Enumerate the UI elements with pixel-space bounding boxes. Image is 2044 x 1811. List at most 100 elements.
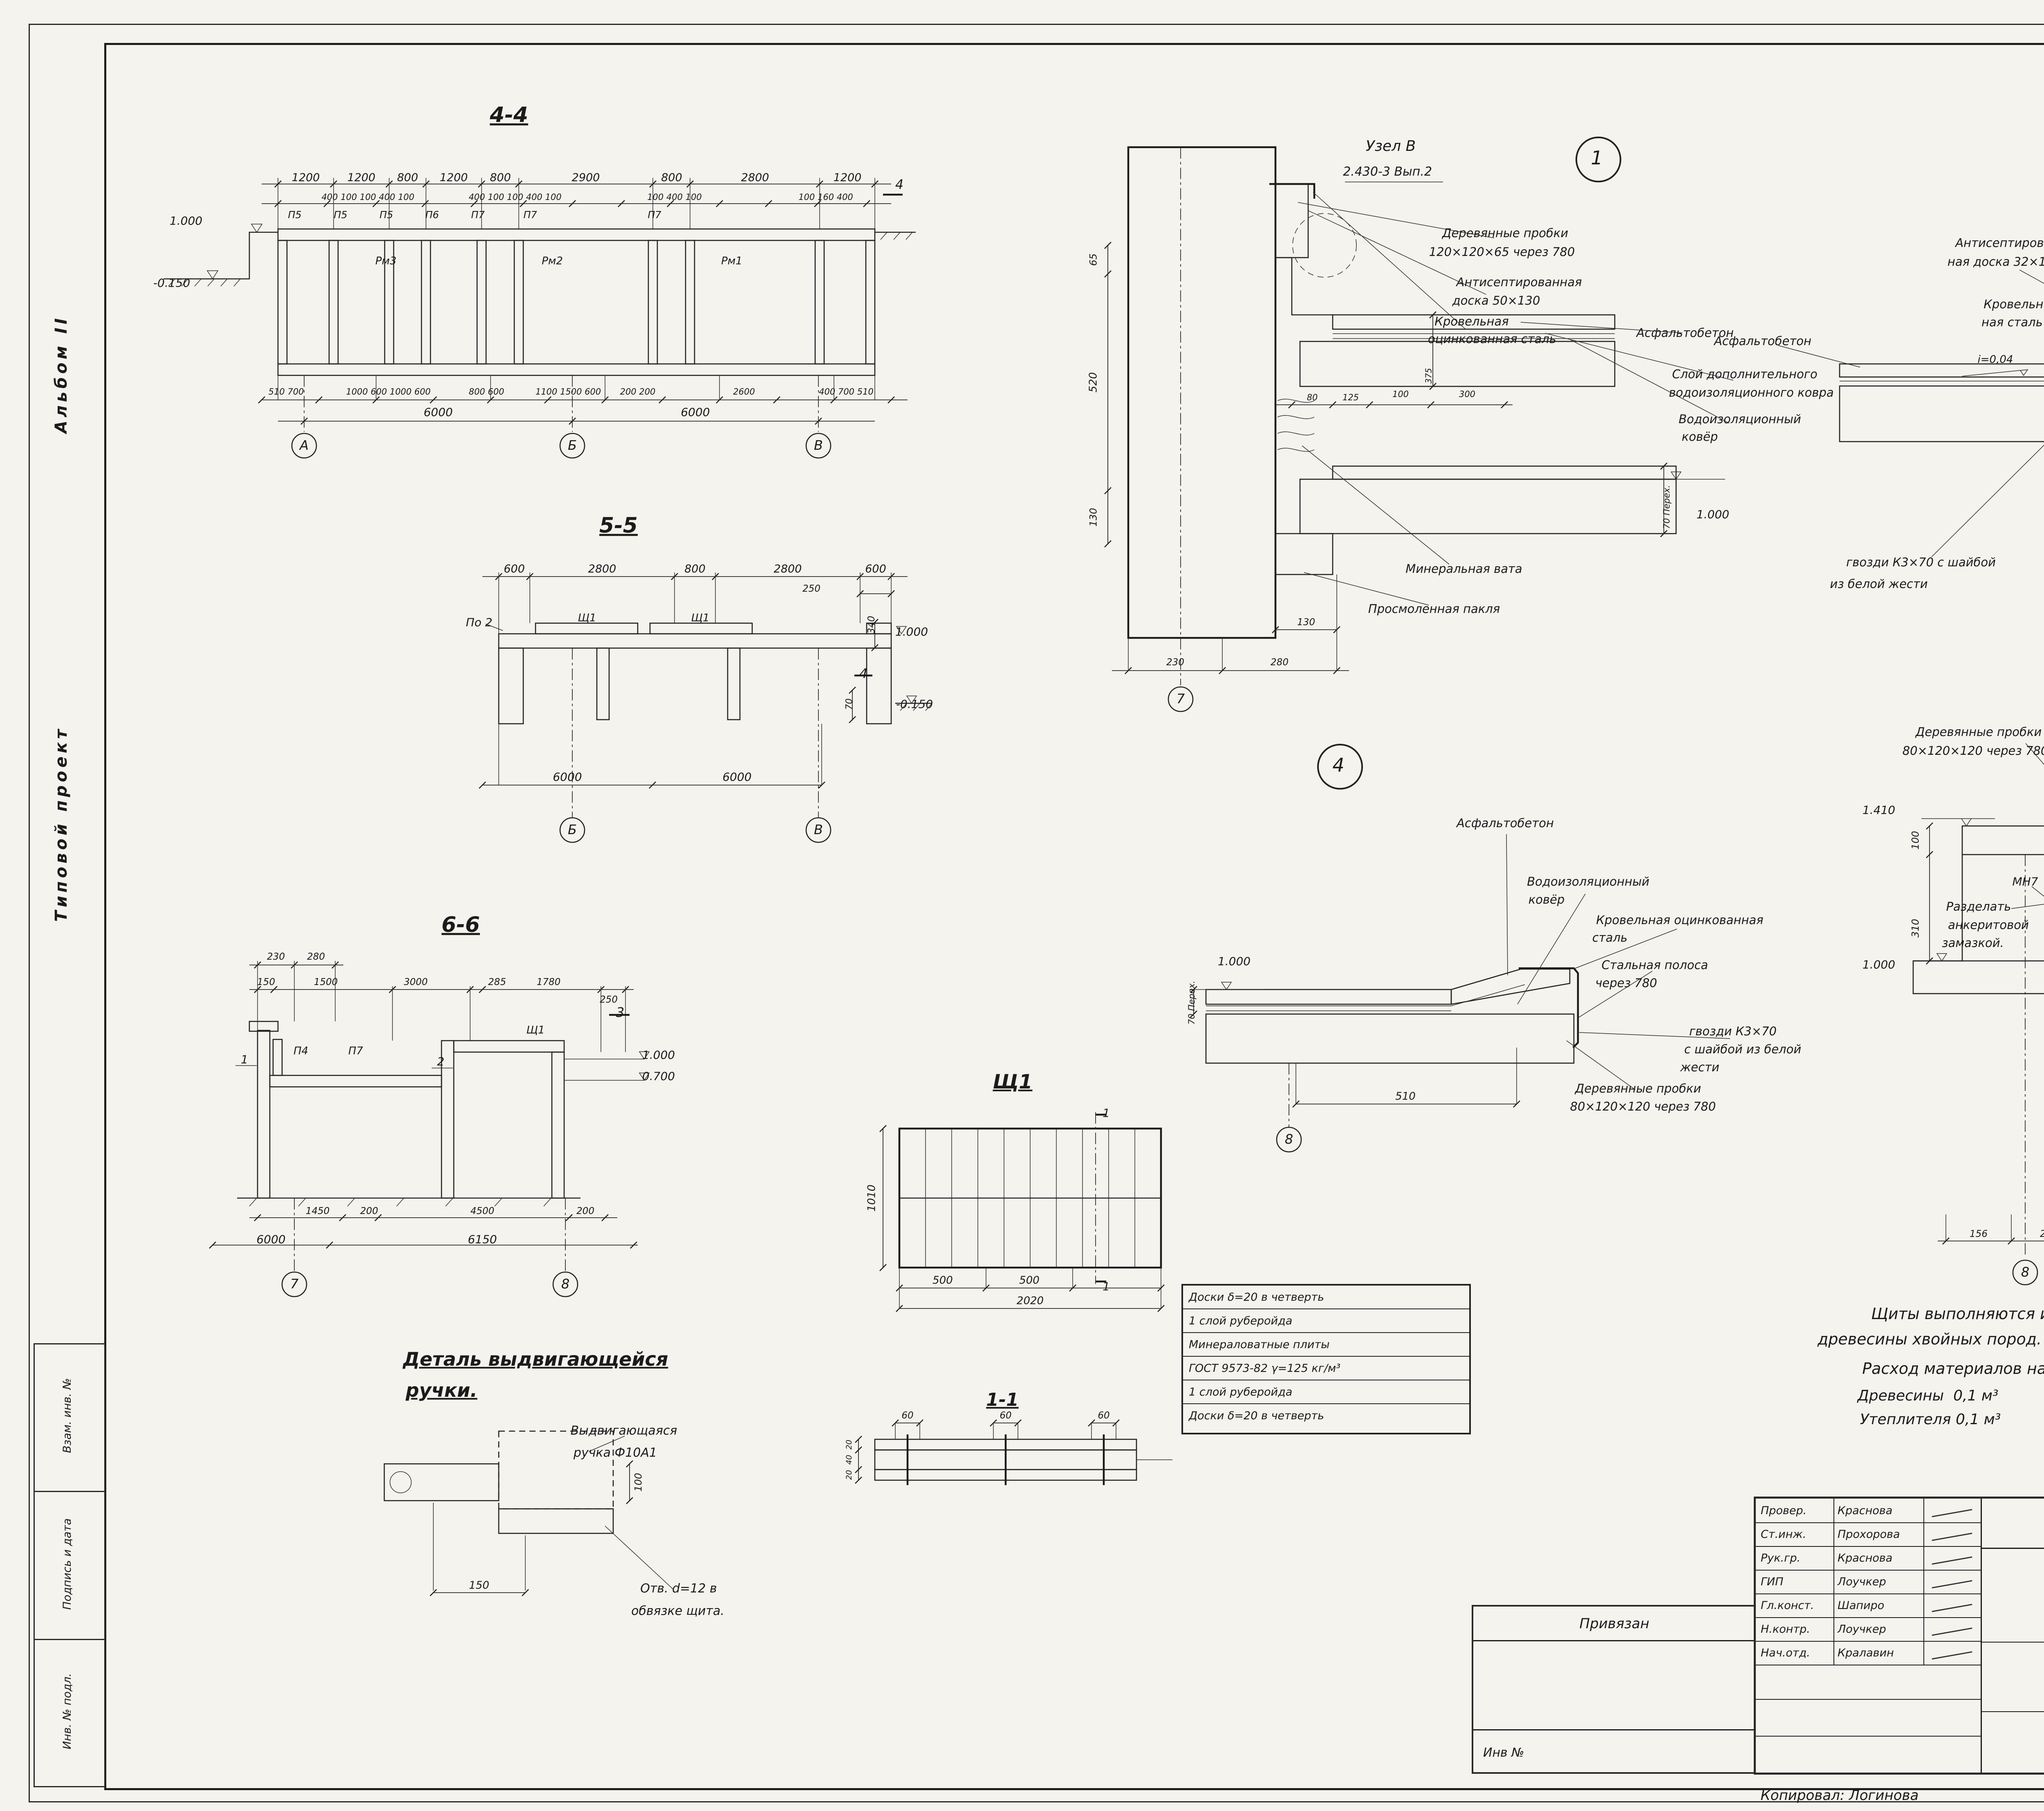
node-4-label: 70 Перех. bbox=[1186, 981, 1197, 1025]
section-5-5-label: Щ1 bbox=[691, 612, 710, 624]
panel-shch1-label: 500 bbox=[1019, 1274, 1040, 1287]
node-1-label: Кровельная bbox=[1434, 314, 1509, 328]
section-4-4-label: 100 160 400 bbox=[798, 192, 853, 202]
node-1-label: Просмоленная пакля bbox=[1368, 601, 1500, 616]
sig-name: Кралавин bbox=[1838, 1647, 1894, 1659]
project-description-line: сточных вод пропускной способностью bbox=[1983, 1589, 2044, 1601]
section-5-5-label: 6000 bbox=[553, 770, 582, 784]
spec-row: Минераловатные плиты bbox=[1183, 1333, 1469, 1357]
spec-row: Доски δ=20 в четверть bbox=[1183, 1286, 1469, 1309]
section-6-6-label: 1450 bbox=[305, 1205, 330, 1216]
project-description-line: Производственно-вспомогательные здания bbox=[1983, 1556, 2044, 1568]
section-5-5-label: Щ1 bbox=[578, 612, 596, 624]
section-5-5-label: 1.000 bbox=[895, 625, 928, 639]
node-3-label: Деревянные пробки bbox=[1915, 725, 2042, 739]
panel-shch1-label: 500 bbox=[932, 1274, 953, 1287]
section-5-5-label: Б bbox=[568, 822, 577, 838]
section-6-6-label: Щ1 bbox=[526, 1024, 545, 1037]
section-4-4-label: П7 bbox=[471, 209, 485, 221]
node-1-drawing bbox=[1104, 146, 1734, 712]
handle-detail-label: ручка Ф10А1 bbox=[573, 1445, 657, 1460]
section-4-4-label: 6000 bbox=[424, 405, 453, 419]
inventory-number-label: Инв № bbox=[1483, 1746, 1524, 1760]
margin-note-label: Инв. № подл. bbox=[61, 1673, 74, 1750]
panel-shch1-label: 1010 bbox=[865, 1184, 878, 1212]
section-4-4-label: Рм3 bbox=[375, 255, 397, 267]
footer-label: Копировал: Логинова bbox=[1760, 1787, 1919, 1804]
section-4-4-label: Б bbox=[568, 438, 577, 453]
node-1-label: Деревянные пробки bbox=[1442, 226, 1569, 240]
handle-detail-label: Отв. d=12 в bbox=[640, 1581, 717, 1596]
margin-note-label: Взам. инв. № bbox=[61, 1378, 74, 1453]
node-1-label: оцинкованная сталь bbox=[1428, 332, 1557, 346]
panel-shch1-label: 1 bbox=[1103, 1279, 1110, 1293]
node-4-label: гвозди К3×70 bbox=[1689, 1024, 1777, 1038]
node-4-label: 4 bbox=[1332, 754, 1345, 776]
node-2-drawing bbox=[1778, 269, 2044, 557]
section-6-6-label: 8 bbox=[561, 1276, 570, 1292]
node-4-label: 8 bbox=[1284, 1131, 1293, 1147]
panel-shch1-label: 60 bbox=[1000, 1410, 1012, 1421]
signature-stroke bbox=[1932, 1556, 1972, 1565]
panel-shch1-label: 20 bbox=[845, 1470, 854, 1480]
section-5-5-label: По 2 bbox=[466, 615, 493, 629]
node-4-label: Стальная полоса bbox=[1601, 958, 1708, 972]
section-4-4-label: Рм1 bbox=[721, 255, 742, 267]
node-1-label: 280 bbox=[1271, 657, 1289, 668]
node-2-label: гвозди К3×70 с шайбой bbox=[1846, 555, 1996, 569]
node-1-label: Минеральная вата bbox=[1405, 561, 1522, 576]
signature-stroke bbox=[1932, 1509, 1972, 1517]
section-6-6-label: 250 bbox=[600, 994, 618, 1005]
sig-name: Шапиро bbox=[1838, 1599, 1885, 1612]
margin-stamp-box bbox=[34, 1343, 105, 1787]
node-4-drawing bbox=[1190, 834, 1730, 1153]
panel-shch1-label: 1-1 bbox=[986, 1389, 1019, 1410]
spec-row: 1 слой руберойда bbox=[1183, 1309, 1469, 1333]
sheet-outer-border bbox=[29, 24, 2044, 1802]
section-5-5-label: 340 bbox=[866, 616, 877, 634]
node-1-label: 100 bbox=[1392, 389, 1409, 399]
section-4-4-label: 1000 600 1000 600 bbox=[346, 386, 431, 397]
spec-note-label: Утеплителя 0,1 м³ bbox=[1860, 1411, 2001, 1428]
node-1-label: 80 bbox=[1307, 392, 1318, 402]
spec-row: ГОСТ 9573-82 γ=125 кг/м³ bbox=[1183, 1357, 1469, 1380]
node-3-label: замазкой. bbox=[1942, 936, 2004, 950]
section-5-5-label: 2800 bbox=[588, 562, 616, 575]
section-6-6-label: П4 bbox=[293, 1045, 309, 1057]
section-6-6-label: 150 bbox=[257, 976, 275, 987]
node-2-label: Асфальтобетон bbox=[1714, 334, 1811, 348]
node-1-label: 1 bbox=[1591, 146, 1603, 169]
section-6-6-label: 4500 bbox=[470, 1205, 495, 1216]
section-5-5-label: 250 bbox=[802, 583, 820, 594]
sig-role: Гл.конст. bbox=[1761, 1599, 1814, 1612]
attachment-label: Привязан bbox=[1579, 1616, 1650, 1632]
section-5-5-label: 4 bbox=[859, 666, 868, 682]
sig-role: Ст.инж. bbox=[1761, 1528, 1806, 1541]
section-4-4-label: Рм2 bbox=[542, 255, 563, 267]
section-4-4-label: 4 bbox=[895, 177, 904, 193]
sig-role: ГИП bbox=[1761, 1575, 1784, 1588]
node-3-label: 100 bbox=[1910, 831, 1921, 850]
section-4-4-label: 100 400 100 bbox=[647, 192, 702, 202]
node-4-label: жести bbox=[1680, 1060, 1719, 1074]
handle-detail-label: обвязке щита. bbox=[631, 1604, 724, 1618]
node-3-drawing bbox=[1912, 743, 2044, 1286]
signature-stroke bbox=[1932, 1580, 1972, 1589]
node-1-label: 65 bbox=[1087, 253, 1099, 266]
section-4-4-label: 510 700 bbox=[268, 386, 304, 397]
node-1-label: водоизоляционного ковра bbox=[1669, 385, 1834, 399]
node-1-label: 375 bbox=[1423, 368, 1434, 384]
spec-row: 1 слой руберойда bbox=[1183, 1380, 1469, 1404]
spec-note-label: Щиты выполняются из антисептированной bbox=[1871, 1305, 2044, 1323]
handle-detail-label: Деталь выдвигающейся bbox=[403, 1348, 668, 1370]
section-4-4-label: 1200 bbox=[833, 171, 862, 184]
sig-role: Провер. bbox=[1761, 1504, 1807, 1517]
node-2-label: ная сталь bbox=[1981, 315, 2043, 329]
node-3-label: 310 bbox=[1910, 919, 1921, 938]
section-6-6-label: 0.700 bbox=[642, 1069, 675, 1083]
sig-name: Прохорова bbox=[1838, 1528, 1900, 1541]
section-5-5-drawing bbox=[479, 572, 932, 843]
section-4-4-label: П5 bbox=[379, 209, 393, 221]
section-4-4-label: 2800 bbox=[741, 171, 769, 184]
